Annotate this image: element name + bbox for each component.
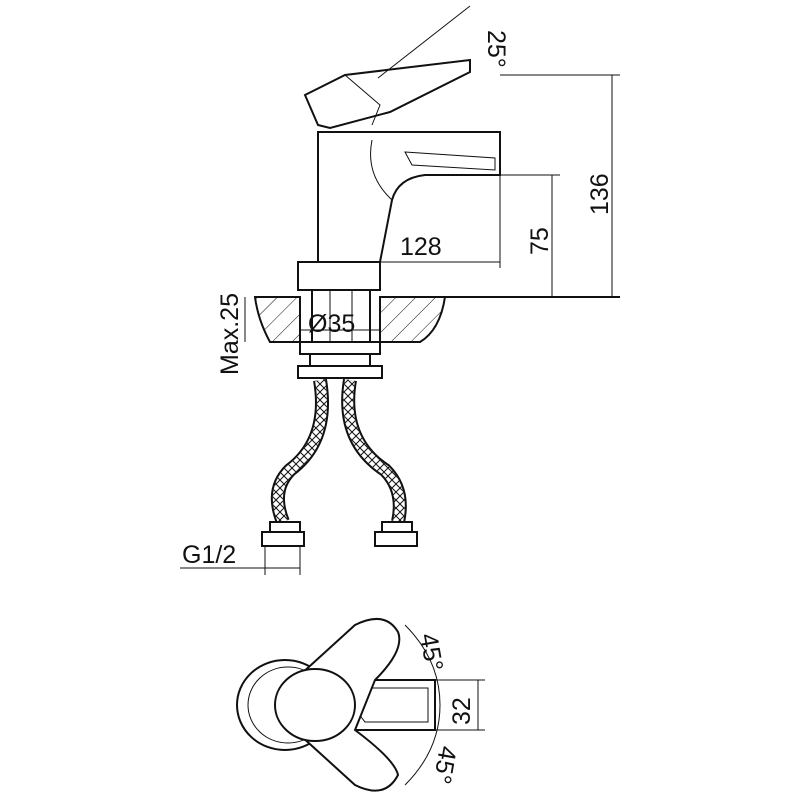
dimension-lines — [180, 74, 620, 575]
thread-label: G1/2 — [182, 541, 236, 569]
countertop-section-right — [379, 296, 447, 343]
lever-handle — [303, 5, 471, 130]
spout-reach-label: 128 — [400, 233, 442, 261]
hose-left — [270, 378, 329, 525]
hole-diameter-label: Ø35 — [308, 310, 355, 338]
hose-right — [341, 378, 407, 524]
top-view: 45° 32 45° — [236, 617, 485, 792]
hose-fitting-right — [374, 521, 418, 547]
lever-angle-label: 25° — [482, 30, 510, 68]
hose-fitting-left — [261, 521, 305, 547]
max-thickness-label: Max.25 — [216, 293, 244, 375]
total-height-label: 136 — [586, 173, 614, 215]
spout-width-label: 32 — [448, 697, 476, 725]
mounting-nut — [297, 341, 383, 379]
rotation-angle-bottom-label: 45° — [428, 744, 462, 786]
side-view: 25° 136 75 128 Max.25 Ø35 G1/2 — [180, 5, 620, 575]
rotation-angle-top-label: 45° — [414, 631, 448, 673]
spout-height-label: 75 — [526, 227, 554, 255]
countertop-section — [253, 296, 301, 343]
